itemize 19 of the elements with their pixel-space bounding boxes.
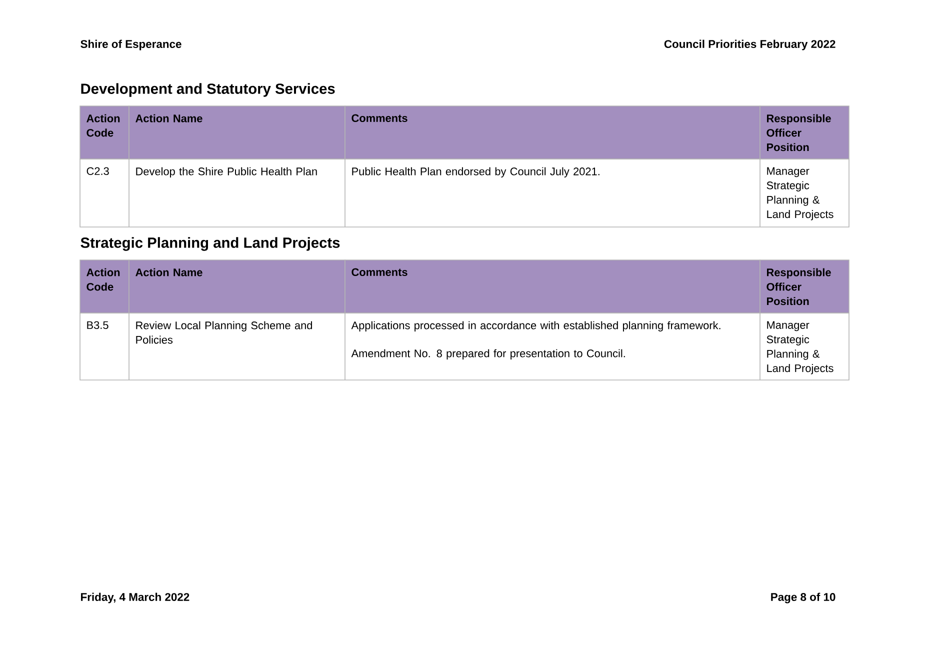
table-cell-text: Applications processed in accordance with established planning framework.: [351, 321, 720, 332]
table-cell-text: Develop the Shire Public Health Plan: [136, 167, 317, 178]
page-header: Shire of Esperance: [80, 40, 182, 50]
table-cell-text: Public Health Plan endorsed by Council July 2021.: [352, 167, 600, 178]
table-cell-text: Review Local Planning Scheme and Policies: [136, 321, 312, 344]
page-footer: Friday, 4 March 2022: [81, 592, 190, 604]
table-cell-text: C2.3: [86, 167, 109, 175]
table-cell-text: Manager Strategic Planning & Land Projects: [766, 321, 834, 374]
section-heading: Strategic Planning and Land Projects: [80, 237, 340, 251]
header-cell: Responsible Officer Position: [760, 106, 850, 160]
section-heading: Development and Statutory Services: [81, 83, 335, 97]
table-cell-text: Manager Strategic Planning & Land Projects: [766, 167, 834, 220]
page-header: Council Priorities February 2022: [664, 40, 836, 50]
header-cell: Action Code: [80, 106, 130, 160]
header-cell: Action Code: [80, 260, 130, 314]
header-cell: Responsible Officer Position: [760, 260, 850, 314]
table-cell-text: B3.5: [87, 321, 108, 329]
page-footer: Page 8 of 10: [771, 592, 836, 604]
table-cell-text: Amendment No. 8 prepared for presentation to Council.: [351, 349, 625, 360]
